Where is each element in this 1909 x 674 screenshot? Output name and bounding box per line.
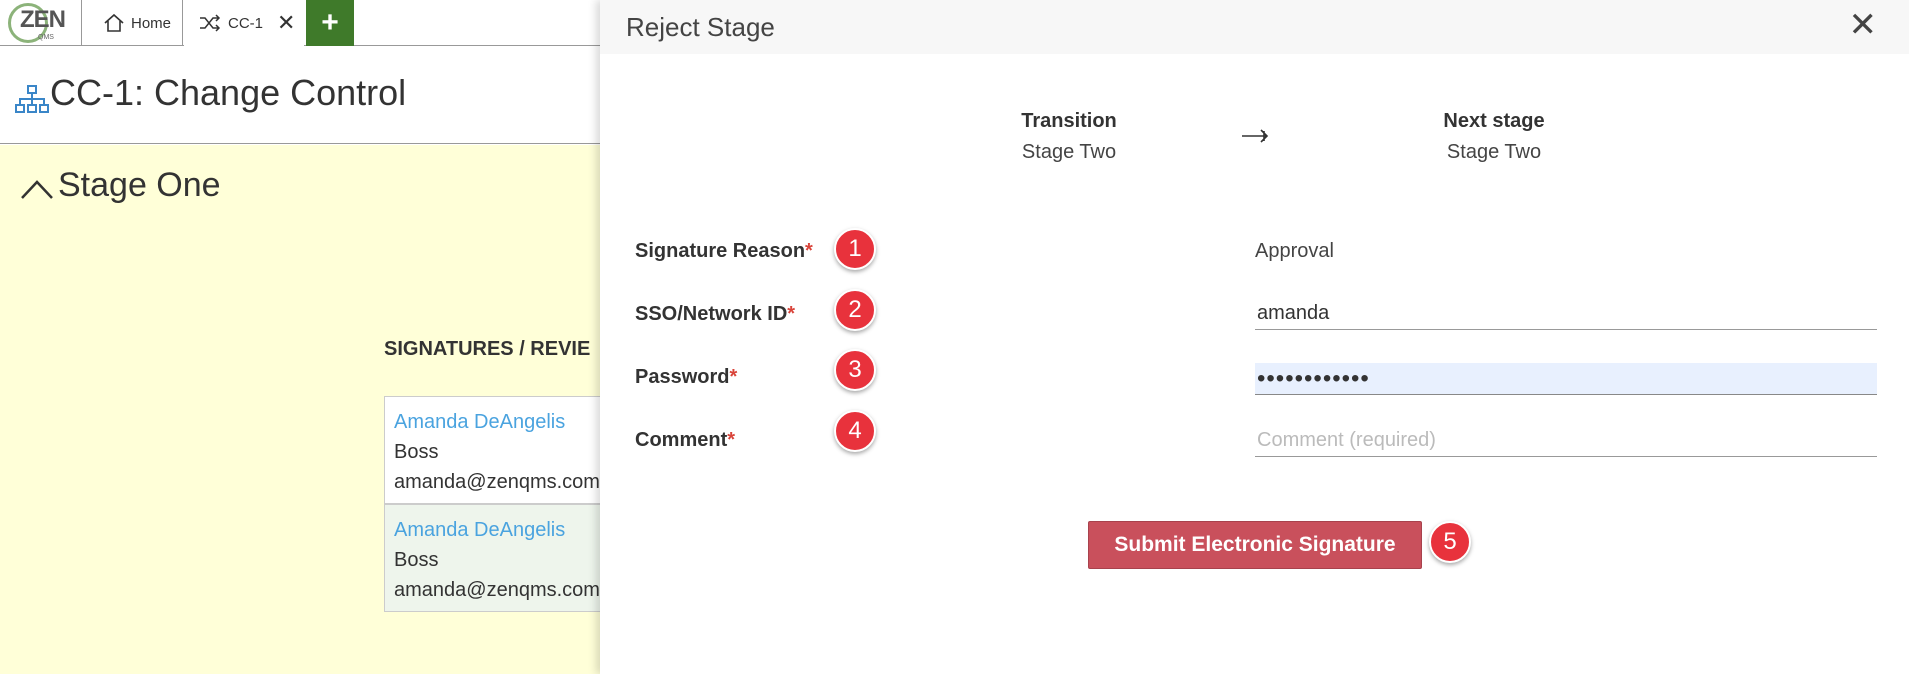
comment-label-text: Comment xyxy=(635,429,728,451)
next-stage-label: Next stage xyxy=(1443,110,1545,132)
modal-title: Reject Stage xyxy=(626,12,775,42)
reject-stage-modal: Reject Stage ✕ Transition Stage Two Next… xyxy=(600,0,1909,674)
signature-card: Amanda DeAngelis Boss amanda@zenqms.com xyxy=(384,396,624,504)
top-bar: ZEN QMS Home CC-1 ✕ + xyxy=(0,0,600,46)
password-input[interactable] xyxy=(1255,363,1877,395)
signer-name-link[interactable]: Amanda DeAngelis xyxy=(394,519,566,541)
tab-home-label: Home xyxy=(131,14,172,32)
step-badge-1: 1 xyxy=(834,228,876,270)
signer-name-link[interactable]: Amanda DeAngelis xyxy=(394,411,566,433)
tab-cc-1[interactable]: CC-1 ✕ xyxy=(184,0,304,46)
signatures-header: SIGNATURES / REVIE xyxy=(384,338,591,360)
comment-input[interactable] xyxy=(1255,425,1877,457)
home-icon xyxy=(104,13,124,32)
signature-reason-label: Signature Reason* xyxy=(635,240,813,263)
shuffle-icon xyxy=(200,14,221,32)
page-title: CC-1: Change Control xyxy=(50,72,407,113)
sso-label: SSO/Network ID* xyxy=(635,303,795,326)
close-icon[interactable]: ✕ xyxy=(1848,6,1878,44)
transition-value: Stage Two xyxy=(1021,141,1117,163)
step-badge-4: 4 xyxy=(834,410,876,452)
signer-role: Boss xyxy=(394,441,439,463)
signer-email: amanda@zenqms.com xyxy=(394,471,600,493)
required-mark: * xyxy=(729,366,738,388)
logo-subtext: QMS xyxy=(38,34,54,41)
tab-close-icon[interactable]: ✕ xyxy=(277,10,296,35)
required-mark: * xyxy=(805,240,813,262)
page-title-row xyxy=(0,46,600,144)
transition-label: Transition xyxy=(1021,110,1117,132)
zen-logo[interactable]: ZEN QMS xyxy=(4,0,82,46)
submit-electronic-signature-button[interactable]: Submit Electronic Signature xyxy=(1088,521,1422,569)
hierarchy-icon xyxy=(15,85,49,113)
arrow-right-icon xyxy=(1242,129,1269,143)
sso-label-text: SSO/Network ID xyxy=(635,303,788,325)
chevron-up-icon[interactable] xyxy=(20,178,54,200)
step-badge-3: 3 xyxy=(834,349,876,391)
logo-ring xyxy=(8,3,48,43)
password-label: Password* xyxy=(635,366,737,389)
logo-text: ZEN xyxy=(20,6,66,33)
next-stage-info: Next stage Stage Two xyxy=(1419,110,1569,164)
signature-card: Amanda DeAngelis Boss amanda@zenqms.com xyxy=(384,504,624,612)
password-label-text: Password xyxy=(635,366,730,388)
signature-reason-label-text: Signature Reason xyxy=(635,240,806,262)
step-badge-5: 5 xyxy=(1429,521,1471,563)
transition-info: Transition Stage Two xyxy=(994,110,1144,164)
required-mark: * xyxy=(787,303,796,325)
signer-role: Boss xyxy=(394,549,439,571)
add-tab-button[interactable]: + xyxy=(306,0,354,46)
signature-reason-value: Approval xyxy=(1255,240,1334,262)
tab-home[interactable]: Home xyxy=(85,0,183,46)
step-badge-2: 2 xyxy=(834,289,876,331)
stage-title: Stage One xyxy=(58,166,221,204)
sso-network-id-input[interactable] xyxy=(1255,298,1877,330)
tab-cc-1-label: CC-1 xyxy=(228,14,264,32)
comment-label: Comment* xyxy=(635,429,735,452)
next-stage-value: Stage Two xyxy=(1446,141,1542,163)
modal-header: Reject Stage ✕ xyxy=(600,0,1909,54)
required-mark: * xyxy=(727,429,736,451)
signer-email: amanda@zenqms.com xyxy=(394,579,600,601)
